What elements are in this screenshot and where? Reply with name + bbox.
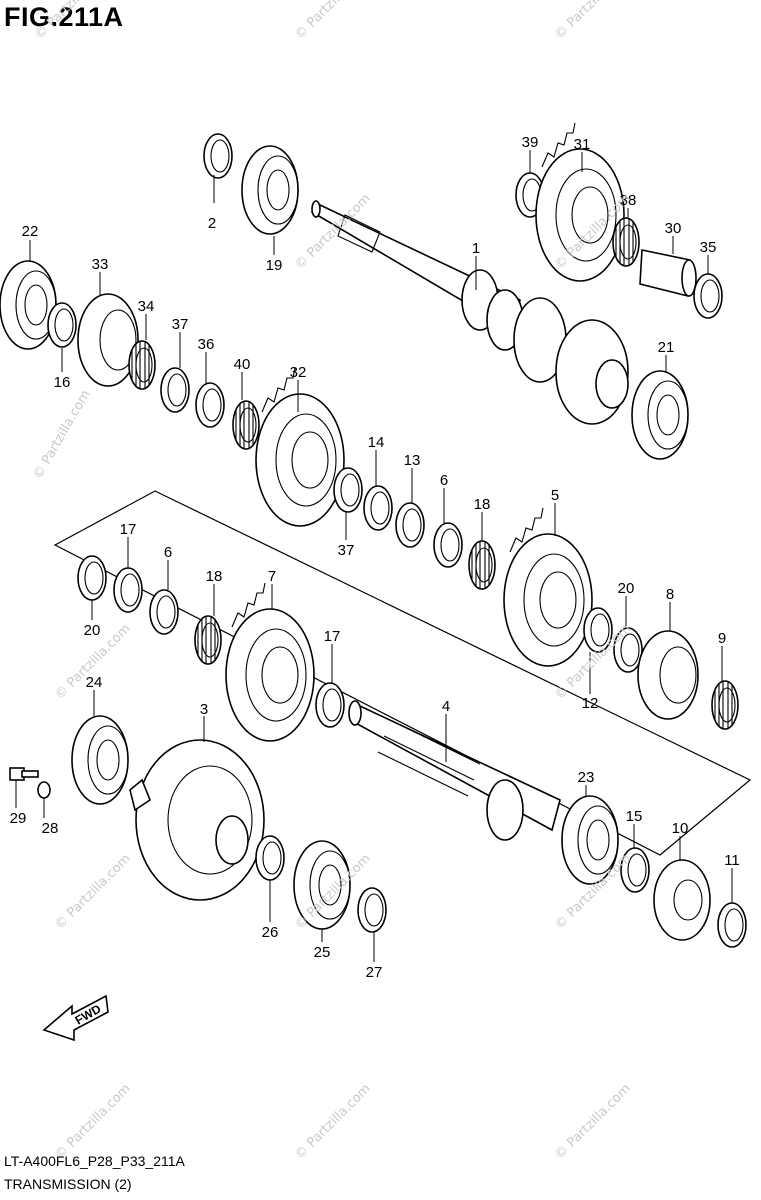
callout-8: 8	[666, 586, 674, 603]
watermark: © Partzilla.com	[32, 0, 114, 43]
part-28-washer	[37, 781, 51, 799]
callout-9: 9	[718, 630, 726, 647]
part-6b-bushing	[149, 589, 179, 635]
part-37b-washer	[333, 467, 363, 513]
watermark: © Partzilla.com	[30, 388, 93, 482]
callout-14: 14	[368, 434, 385, 451]
part-13-washer	[395, 502, 425, 548]
part-2-seal	[203, 133, 233, 179]
part-11-circlip	[717, 902, 747, 948]
callout-3: 3	[200, 701, 208, 718]
callout-18: 18	[474, 496, 491, 513]
callout-22: 22	[22, 223, 39, 240]
part-24-bearing	[71, 715, 129, 805]
callout-4: 4	[442, 698, 450, 715]
callout-20b: 20	[618, 580, 635, 597]
fwd-arrow-icon: FWD	[42, 994, 109, 1042]
callout-29: 29	[10, 810, 27, 827]
part-30-shaft	[639, 249, 697, 298]
callout-18b: 18	[206, 568, 223, 585]
part-26-circlip	[255, 835, 285, 881]
callout-21: 21	[658, 339, 675, 356]
callout-28: 28	[42, 820, 59, 837]
part-19-bearing	[241, 145, 299, 235]
callout-39: 39	[522, 134, 539, 151]
callout-17b: 17	[324, 628, 341, 645]
part-16-circlip	[47, 302, 77, 348]
figure-title: FIG.211A	[4, 2, 124, 32]
part-34-needle-bearing	[128, 340, 156, 390]
callout-35: 35	[700, 239, 717, 256]
callout-34: 34	[138, 298, 155, 315]
part-22-bearing	[0, 260, 57, 350]
part-18b-needle-bearing	[194, 615, 222, 665]
leader-lines	[15, 150, 733, 962]
gear-1-teeth	[513, 297, 629, 425]
callout-6b: 6	[164, 544, 172, 561]
part-17-washer	[113, 567, 143, 613]
callout-19: 19	[266, 257, 283, 274]
callout-13: 13	[404, 452, 421, 469]
watermark: © Partzilla.com	[292, 1081, 374, 1163]
part-7-gear	[225, 582, 315, 742]
callout-17: 17	[120, 521, 137, 538]
watermark: © Partzilla.com	[552, 1081, 634, 1163]
part-32-gear	[255, 367, 345, 527]
part-29-bolt	[9, 767, 39, 781]
watermark: © Partzilla.com	[552, 0, 634, 43]
part-36-bushing	[195, 382, 225, 428]
part-14-washer	[363, 485, 393, 531]
callout-38: 38	[620, 192, 637, 209]
part-3-gear	[129, 739, 265, 901]
callout-10: 10	[672, 820, 689, 837]
callout-26: 26	[262, 924, 279, 941]
callout-40: 40	[234, 356, 251, 373]
part-8-sleeve	[637, 630, 699, 720]
callout-16: 16	[54, 374, 71, 391]
part-20b-circlip	[77, 555, 107, 601]
part-21-bearing	[631, 370, 689, 460]
part-27-seal	[357, 887, 387, 933]
part-18-needle-bearing	[468, 540, 496, 590]
watermark: © Partzilla.com	[292, 0, 374, 43]
callout-11: 11	[724, 852, 740, 869]
watermark: © Partzilla.com	[52, 851, 134, 933]
callout-7: 7	[268, 568, 276, 585]
callouts: 1 2 3 4 5 6 6 7 8 9 10 11 12 13 14 15 16…	[10, 134, 740, 981]
part-38-needle-bearing	[612, 217, 640, 267]
callout-37b: 37	[338, 542, 355, 559]
callout-27: 27	[366, 964, 383, 981]
part-40-needle-bearing	[232, 400, 260, 450]
footer-code: LT-A400FL6_P28_P33_211A	[4, 1153, 185, 1169]
part-35-bushing	[693, 273, 723, 319]
part-6-bushing	[433, 522, 463, 568]
callout-1: 1	[472, 240, 480, 257]
part-17b-washer	[315, 682, 345, 728]
callout-30: 30	[665, 220, 682, 237]
driveshaft-4	[348, 700, 561, 841]
callout-33: 33	[92, 256, 109, 273]
callout-15: 15	[626, 808, 643, 825]
callout-23: 23	[578, 769, 595, 786]
footer-title: TRANSMISSION (2)	[4, 1176, 132, 1192]
callout-20: 20	[84, 622, 101, 639]
callout-31: 31	[574, 136, 591, 153]
part-5-gear	[503, 507, 593, 667]
callout-24: 24	[86, 674, 103, 691]
watermark: © Partzilla.com	[52, 1081, 134, 1163]
callout-36: 36	[198, 336, 215, 353]
callout-2: 2	[208, 215, 216, 232]
callout-32: 32	[290, 364, 307, 381]
callout-25: 25	[314, 944, 331, 961]
part-33-sleeve	[77, 293, 139, 387]
part-9-needle-bearing	[711, 680, 739, 730]
part-10-sprocket	[653, 859, 711, 941]
callout-6: 6	[440, 472, 448, 489]
callout-12: 12	[582, 695, 599, 712]
callout-5: 5	[551, 487, 559, 504]
callout-37: 37	[172, 316, 189, 333]
part-37-washer	[160, 367, 190, 413]
